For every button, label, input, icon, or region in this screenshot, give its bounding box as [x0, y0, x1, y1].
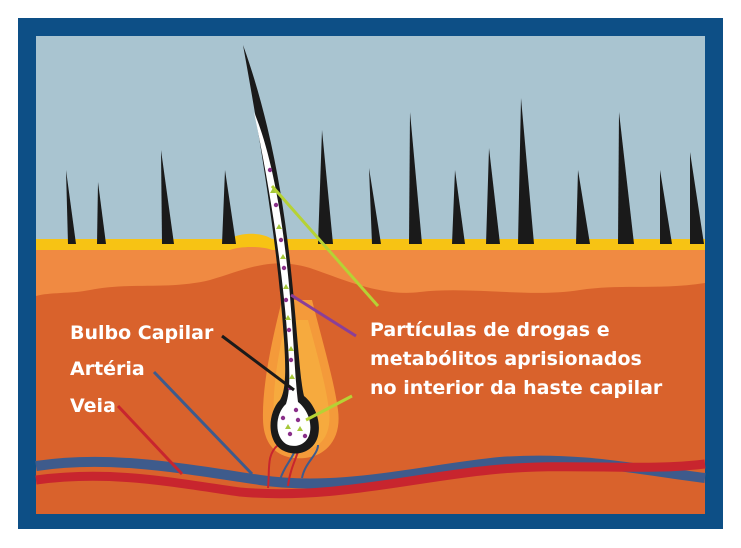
pointer-particles-bulb [305, 394, 353, 422]
label-arteria: Artéria [70, 358, 145, 380]
label-bulbo-capilar: Bulbo Capilar [70, 322, 214, 344]
hair-core [254, 112, 311, 446]
label-drug-particles: Partículas de drogas e metabólitos apris… [370, 316, 662, 403]
label-veia: Veia [70, 395, 116, 417]
label-particles-line2: metabólitos aprisionados [370, 348, 642, 370]
pointer-veia [116, 404, 184, 476]
pointer-particles-mid [290, 293, 357, 338]
surface-hairs [66, 98, 704, 244]
pointer-particles-upper [270, 185, 380, 307]
air-background [36, 36, 705, 241]
pointer-lines [116, 185, 380, 476]
label-particles-line3: no interior da haste capilar [370, 377, 663, 399]
pointer-bulbo [221, 334, 295, 392]
label-particles-line1: Partículas de drogas e [370, 319, 610, 341]
vein-vessel [35, 459, 706, 499]
dermis-upper [36, 246, 705, 296]
pointer-arteria [152, 370, 254, 476]
skin-surface [36, 233, 705, 250]
